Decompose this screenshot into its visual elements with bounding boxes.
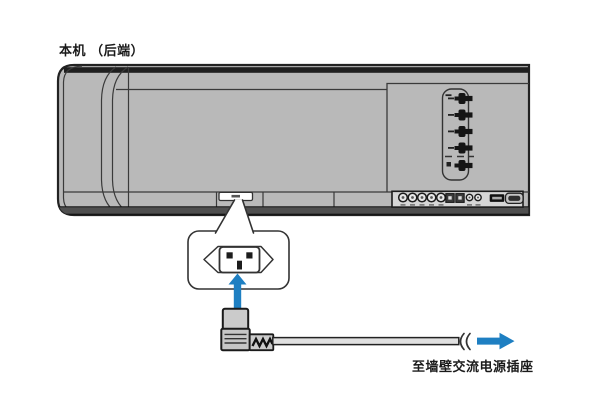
- arrow-right-icon: [477, 332, 515, 350]
- terminal-plug-icon: [446, 160, 473, 171]
- left-cap-seam-line: [111, 66, 129, 214]
- terminal-plug-tab: [454, 129, 459, 134]
- terminal-plug-stub: [465, 95, 473, 102]
- terminal-plug-tab: [454, 96, 459, 101]
- arrow-up-icon: [228, 273, 247, 309]
- terminal-strip: [441, 88, 474, 181]
- callout-pointer-edges: [214, 199, 255, 234]
- usb-port-icon: [489, 194, 505, 202]
- terminal-label-mark: [445, 94, 452, 97]
- terminal-plug-tab: [454, 113, 459, 117]
- terminal-plug-tab: [454, 163, 459, 168]
- terminal-plug-bar: [458, 126, 466, 137]
- terminal-label-mark: [448, 114, 454, 116]
- terminal-plug-bar: [458, 109, 466, 121]
- optical-jack-icon: [455, 193, 465, 203]
- wall-outlet-caption: 至墙壁交流电源插座: [412, 359, 534, 374]
- plug-body: [220, 327, 251, 352]
- terminal-plug-icon: [448, 142, 473, 154]
- terminal-plug-bar: [458, 160, 466, 171]
- plug-head: [221, 307, 250, 331]
- cable-break-icon: [459, 332, 471, 351]
- terminal-label-mark: [448, 147, 454, 149]
- terminal-plug-stub: [465, 112, 473, 118]
- dsub-port-icon: [504, 192, 524, 205]
- ac-socket-c14-icon: [203, 245, 274, 274]
- ac-inlet-slot-icon: [218, 191, 254, 202]
- power-plug-icon: [220, 307, 275, 352]
- callout-pointer: [215, 200, 254, 233]
- bottom-dark-band: [58, 206, 529, 215]
- rca-jack-icon: [416, 192, 428, 206]
- mini-jack-icon: [465, 193, 474, 206]
- terminal-label-mark: [446, 162, 451, 167]
- terminal-plug-icon: [448, 109, 473, 121]
- recessed-panel-edge: [386, 82, 529, 192]
- terminal-plug-stub: [465, 128, 473, 135]
- jack-row: [391, 190, 524, 208]
- terminal-label-mark: [448, 130, 454, 133]
- terminal-plug-icon: [445, 93, 473, 104]
- terminal-plug-tab: [454, 146, 459, 150]
- rca-jack-icon: [407, 192, 418, 206]
- terminal-plug-stub: [465, 145, 473, 151]
- terminal-plug-bar: [458, 93, 466, 104]
- optical-jack-icon: [445, 193, 455, 203]
- power-cable-icon: [272, 336, 460, 346]
- callout: [187, 199, 290, 290]
- terminal-label-mark: [448, 97, 454, 100]
- diagram-title: 本机 （后端）: [59, 43, 145, 58]
- mini-jack-icon: [474, 193, 482, 206]
- terminal-plug-bar: [458, 142, 466, 154]
- left-cap-seam-line: [100, 66, 117, 213]
- device-rear-panel: [56, 63, 531, 217]
- strain-relief-zigzag: [251, 336, 274, 349]
- rca-jack-icon: [426, 192, 437, 206]
- rca-jack-icon: [397, 192, 409, 206]
- top-edge-band: [64, 67, 529, 73]
- terminal-plug-icon: [448, 126, 473, 137]
- terminal-plug-stub: [465, 162, 473, 169]
